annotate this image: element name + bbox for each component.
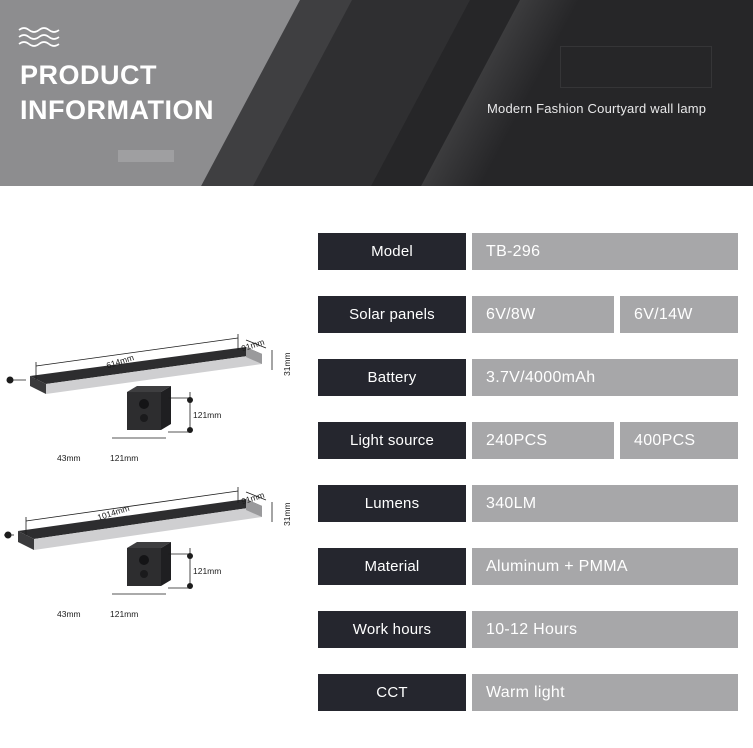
spec-values: 340LM — [472, 485, 738, 522]
large-lamp-diagram — [4, 487, 273, 595]
spec-value: 3.7V/4000mAh — [472, 359, 738, 396]
spec-value: 340LM — [472, 485, 738, 522]
dim-base-depth-large: 121mm — [110, 609, 139, 619]
large-lamp-dimension-dots — [4, 531, 193, 589]
dim-base-depth-small: 121mm — [110, 453, 139, 463]
dim-height-large: 121mm — [193, 566, 222, 576]
dim-height-small: 121mm — [193, 410, 222, 420]
small-lamp-diagram — [6, 334, 273, 439]
specification-table: Model TB-296 Solar panels 6V/8W 6V/14W B… — [318, 233, 738, 737]
table-row: Lumens 340LM — [318, 485, 738, 522]
small-lamp-dimension-dots — [6, 376, 193, 433]
spec-label: Model — [318, 233, 466, 270]
spec-values: TB-296 — [472, 233, 738, 270]
table-row: CCT Warm light — [318, 674, 738, 711]
header-outline-box — [560, 46, 712, 88]
spec-label: Work hours — [318, 611, 466, 648]
product-dimension-diagrams: 614mm 91mm 31mm 121mm 43mm 121mm — [0, 320, 318, 650]
table-row: Light source 240PCS 400PCS — [318, 422, 738, 459]
dim-base-width-small: 43mm — [57, 453, 81, 463]
page-title-line1: PRODUCT — [20, 60, 157, 90]
spec-value-alt: 400PCS — [620, 422, 738, 459]
small-lamp-body — [30, 347, 262, 394]
page-subtitle: Modern Fashion Courtyard wall lamp — [487, 101, 707, 116]
spec-value: Warm light — [472, 674, 738, 711]
spec-value: TB-296 — [472, 233, 738, 270]
small-lamp-bracket — [127, 386, 171, 430]
header-ghost-bar — [118, 150, 174, 162]
spec-values: 6V/8W 6V/14W — [472, 296, 738, 333]
small-lamp-dimension-lines — [8, 334, 273, 439]
dim-thickness-large: 31mm — [282, 502, 292, 526]
table-row: Model TB-296 — [318, 233, 738, 270]
spec-value: 6V/8W — [472, 296, 614, 333]
table-row: Battery 3.7V/4000mAh — [318, 359, 738, 396]
page-title-line2: INFORMATION — [20, 95, 214, 125]
large-lamp-body — [18, 499, 262, 550]
spec-value: Aluminum + PMMA — [472, 548, 738, 585]
page-title: PRODUCT INFORMATION — [20, 58, 214, 128]
wave-lines-icon — [18, 27, 60, 47]
large-lamp-bracket — [127, 542, 171, 586]
spec-value-alt: 6V/14W — [620, 296, 738, 333]
spec-label: Light source — [318, 422, 466, 459]
dim-base-width-large: 43mm — [57, 609, 81, 619]
spec-values: 3.7V/4000mAh — [472, 359, 738, 396]
spec-label: CCT — [318, 674, 466, 711]
table-row: Material Aluminum + PMMA — [318, 548, 738, 585]
spec-label: Solar panels — [318, 296, 466, 333]
table-row: Work hours 10-12 Hours — [318, 611, 738, 648]
spec-label: Material — [318, 548, 466, 585]
spec-label: Battery — [318, 359, 466, 396]
page-header: PRODUCT INFORMATION Modern Fashion Court… — [0, 0, 753, 186]
spec-value: 10-12 Hours — [472, 611, 738, 648]
dim-thickness-small: 31mm — [282, 352, 292, 376]
table-row: Solar panels 6V/8W 6V/14W — [318, 296, 738, 333]
spec-label: Lumens — [318, 485, 466, 522]
spec-values: Aluminum + PMMA — [472, 548, 738, 585]
spec-values: 240PCS 400PCS — [472, 422, 738, 459]
spec-value: 240PCS — [472, 422, 614, 459]
spec-values: Warm light — [472, 674, 738, 711]
spec-values: 10-12 Hours — [472, 611, 738, 648]
